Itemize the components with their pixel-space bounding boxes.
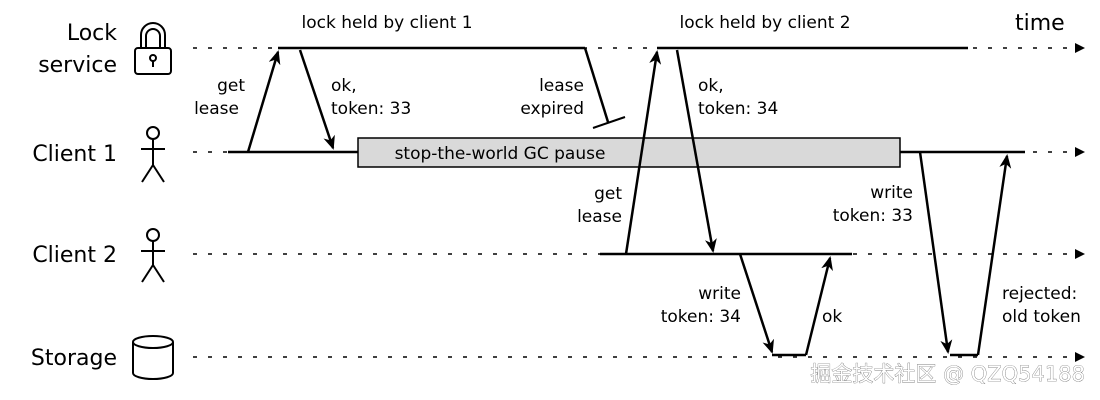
c1-ok-token-arrow — [298, 49, 335, 150]
c1-write-label-line2: token: 33 — [833, 206, 913, 226]
stick-figure-icon — [141, 228, 165, 283]
padlock-icon — [134, 22, 172, 75]
lock-service-label-line2: service — [38, 53, 117, 78]
lease-expired-cross-mark — [592, 116, 626, 129]
time-label: time — [1015, 11, 1065, 36]
stick-figure-icon — [141, 126, 165, 183]
watermark: 掘金技术社区 @ QZQ54188 — [810, 362, 1085, 386]
storage-ok-label: ok — [822, 307, 842, 327]
gc-pause-box — [357, 137, 901, 168]
timeline-arrowheads — [1075, 43, 1085, 362]
lease-expired-label-line2: expired — [520, 99, 584, 119]
lock-held-client1-label: lock held by client 1 — [301, 13, 472, 33]
gc-pause-label: stop-the-world GC pause — [395, 144, 606, 164]
rejected-arrow — [976, 154, 1012, 356]
c2-ok-token-label-line2: token: 34 — [698, 99, 778, 119]
c1-write-label-line1: write — [870, 183, 913, 203]
lease-expired-label-line1: lease — [539, 76, 584, 96]
c1-get-lease-label-line1: get — [217, 76, 245, 96]
c2-write-arrow — [738, 253, 774, 354]
storage-timeline-arrow — [1075, 352, 1085, 362]
c1-write-arrow — [918, 151, 953, 354]
c1-get-lease-arrow — [246, 50, 281, 153]
client1-timeline-arrow — [1075, 147, 1085, 157]
client1-label: Client 1 — [32, 142, 117, 167]
storage-ok-arrow — [804, 256, 833, 356]
database-cylinder-icon — [132, 335, 174, 380]
rejected-label-line1: rejected: — [1002, 284, 1077, 304]
lock-held-client2-label: lock held by client 2 — [679, 13, 850, 33]
lease-expiry-line — [583, 47, 610, 123]
c2-ok-token-label-line1: ok, — [698, 76, 724, 96]
c2-get-lease-label-line2: lease — [577, 207, 622, 227]
lock-service-timeline-arrow — [1075, 43, 1085, 53]
c2-write-label-line1: write — [698, 284, 741, 304]
c1-ok-token-label-line1: ok, — [331, 76, 357, 96]
client2-timeline-arrow — [1075, 249, 1085, 259]
storage-label: Storage — [31, 346, 117, 371]
c1-get-lease-label-line2: lease — [194, 99, 239, 119]
c1-ok-token-label-line2: token: 33 — [331, 99, 411, 119]
c2-get-lease-label-line1: get — [594, 184, 622, 204]
c2-write-label-line2: token: 34 — [661, 307, 741, 327]
activity-segments — [228, 46, 1025, 357]
c2-get-lease-arrow — [624, 50, 662, 255]
message-arrows — [246, 47, 1012, 356]
lock-service-label-line1: Lock — [67, 21, 117, 46]
client2-label: Client 2 — [32, 243, 117, 268]
c2-ok-token-arrow — [675, 49, 717, 253]
rejected-label-line2: old token — [1002, 307, 1081, 327]
